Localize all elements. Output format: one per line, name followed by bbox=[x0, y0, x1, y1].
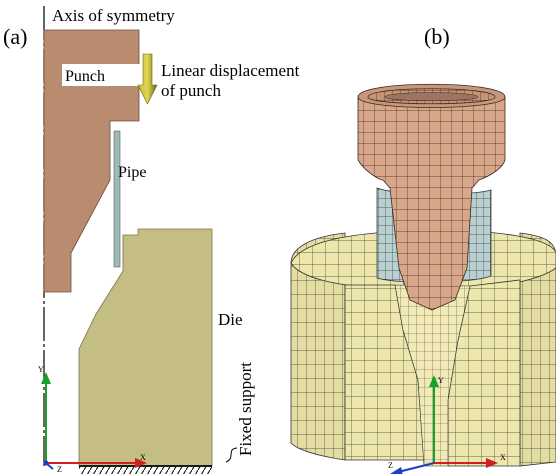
panel-b-tag: (b) bbox=[424, 24, 450, 49]
die-shape bbox=[78, 228, 213, 467]
triad-b-x-label: X bbox=[500, 453, 506, 462]
panel-a-tag: (a) bbox=[3, 24, 27, 49]
punch-shape bbox=[43, 29, 140, 293]
punch-mesh-3d bbox=[357, 83, 506, 311]
axis-of-symmetry-label: Axis of symmetry bbox=[52, 6, 175, 25]
punch-label: Punch bbox=[65, 68, 105, 85]
coordinate-triad-a: Y X Z bbox=[38, 365, 147, 474]
fixed-support-label: Fixed support bbox=[236, 362, 255, 456]
triad-b-y-label: Y bbox=[438, 376, 444, 385]
punch-label-box bbox=[62, 64, 145, 86]
displacement-arrow-icon bbox=[137, 53, 158, 105]
triad-a-x-label: X bbox=[140, 453, 146, 462]
displacement-label-line2: of punch bbox=[161, 81, 221, 100]
displacement-label-line1: Linear displacement bbox=[161, 61, 300, 80]
fixed-support-hatch bbox=[79, 467, 212, 474]
triad-a-z-label: Z bbox=[57, 465, 62, 474]
pipe-shape bbox=[113, 130, 121, 268]
die-label: Die bbox=[218, 310, 243, 329]
triad-a-y-label: Y bbox=[38, 365, 44, 374]
panel-b: (b) bbox=[290, 24, 556, 474]
pipe-label: Pipe bbox=[118, 164, 146, 181]
coordinate-triad-b: Y X Z bbox=[388, 375, 506, 474]
panel-a: (a) Axis of symmetry Punch Linear displa… bbox=[3, 6, 300, 474]
triad-b-z-label: Z bbox=[388, 461, 393, 470]
support-brace-icon bbox=[225, 447, 238, 463]
